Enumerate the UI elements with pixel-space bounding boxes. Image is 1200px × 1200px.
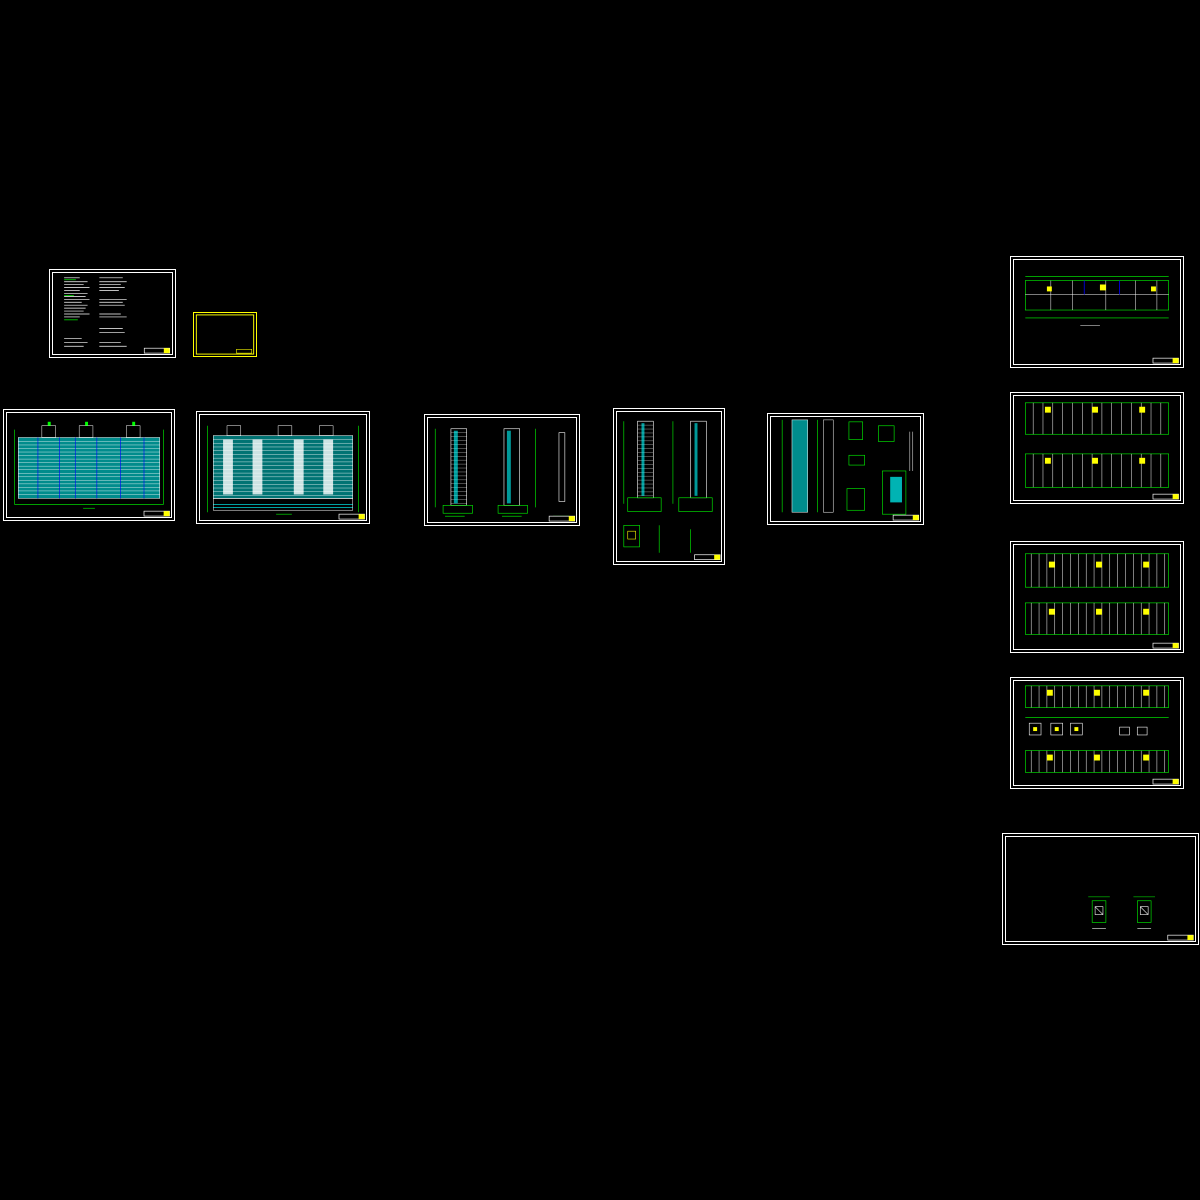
sheet-frame: [1013, 544, 1181, 650]
front-elevation-drawing: [14, 421, 170, 517]
sheet-front-elevation[interactable]: [3, 409, 175, 521]
sheet-frame: [199, 414, 367, 521]
upper-floor-plans-drawing: [1025, 553, 1179, 649]
sheet-side-elevations[interactable]: [424, 414, 580, 526]
sheet-blank[interactable]: [193, 312, 257, 357]
sheet-sections[interactable]: [613, 408, 725, 565]
notes-text-block: [64, 277, 171, 354]
ground-floor-plan-drawing: [1025, 276, 1179, 364]
stair-details-drawing: [1088, 896, 1194, 941]
sheet-wall-details[interactable]: [767, 413, 924, 525]
sheet-frame: [1013, 680, 1181, 786]
sections-drawing: [623, 420, 721, 561]
rear-elevation-drawing: [207, 425, 365, 520]
sheet-frame: [1013, 395, 1181, 501]
sheet-frame: [1013, 259, 1181, 365]
sheet-frame: [1005, 836, 1196, 942]
roof-plans-drawing: [1025, 685, 1179, 785]
sheet-rear-elevation[interactable]: [196, 411, 370, 524]
sheet-typical-floor-plans[interactable]: [1010, 392, 1184, 504]
sheet-upper-floor-plans[interactable]: [1010, 541, 1184, 653]
sheet-frame: [52, 272, 173, 355]
typical-floor-plans-drawing: [1025, 402, 1179, 500]
sheet-frame: [427, 417, 577, 523]
blank-sheet-frame: [195, 314, 255, 355]
sheet-frame: [616, 411, 722, 562]
wall-details-drawing: [781, 419, 920, 521]
sheet-frame: [770, 416, 921, 522]
sheet-roof-plans[interactable]: [1010, 677, 1184, 789]
sheet-design-notes[interactable]: [49, 269, 176, 358]
side-elevations-drawing: [434, 428, 576, 522]
sheet-stair-details[interactable]: [1002, 833, 1199, 945]
sheet-frame: [6, 412, 172, 518]
sheet-ground-floor-plan[interactable]: [1010, 256, 1184, 368]
